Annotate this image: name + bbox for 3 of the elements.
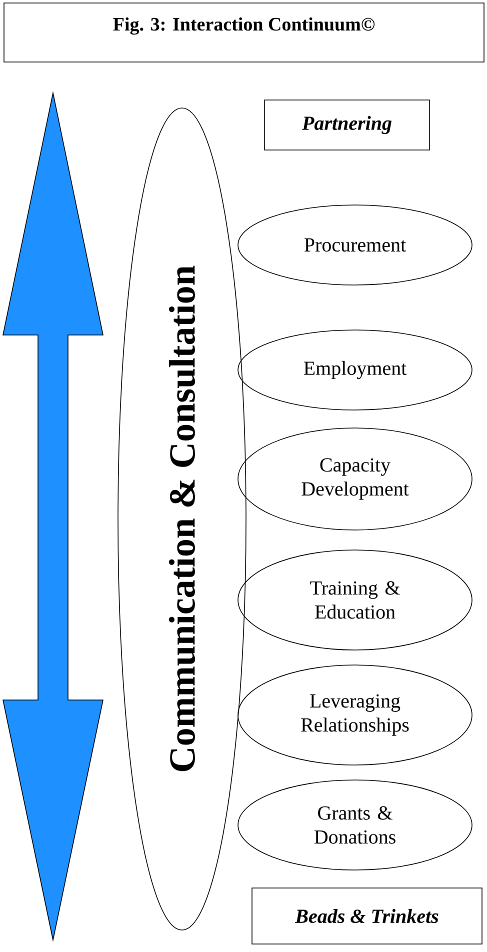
title-box: Fig. 3: Interaction Continuum©	[4, 2, 484, 62]
label-box: Partnering	[264, 100, 430, 150]
label-box: Beads & Trinkets	[252, 888, 482, 944]
